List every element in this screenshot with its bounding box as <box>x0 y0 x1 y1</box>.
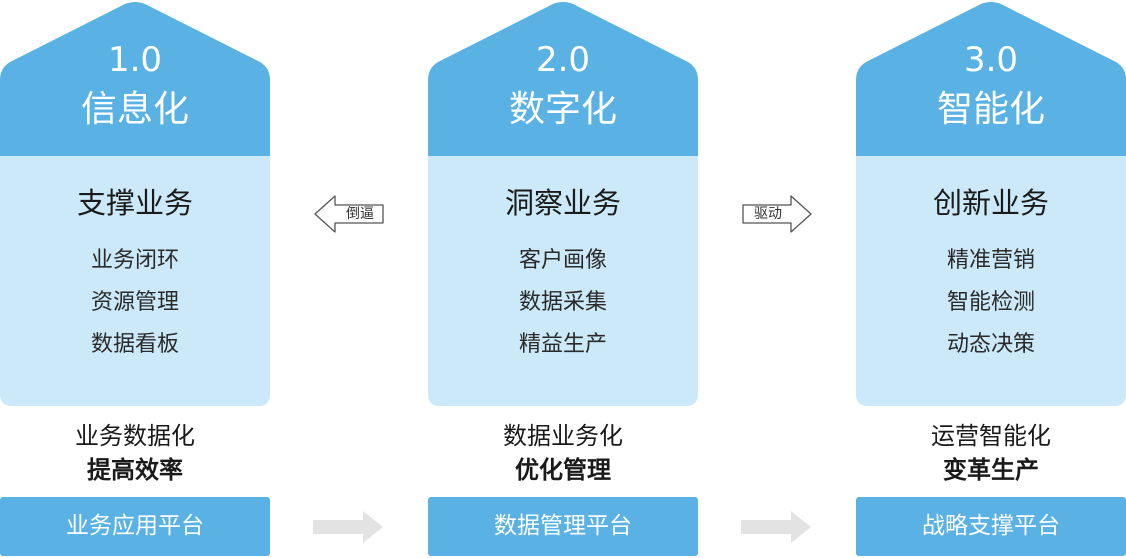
business-item: 智能检测 <box>946 290 1035 315</box>
house-shape <box>856 2 1126 406</box>
business-item: 数据采集 <box>518 290 607 315</box>
summary-line: 数据业务化 <box>503 422 623 450</box>
business-item: 客户画像 <box>518 248 607 273</box>
house-shape <box>428 2 698 406</box>
summary-highlight: 优化管理 <box>515 456 611 484</box>
business-item: 精准营销 <box>946 248 1035 273</box>
summary-highlight: 变革生产 <box>943 456 1039 484</box>
platform-bar: 业务应用平台 <box>0 497 270 556</box>
summary-highlight: 提高效率 <box>87 456 183 484</box>
stage-name: 信息化 <box>80 89 189 130</box>
business-item: 精益生产 <box>518 332 607 357</box>
summary-line: 运营智能化 <box>931 422 1051 450</box>
arrow-label: 倒逼 <box>346 206 374 222</box>
business-item: 资源管理 <box>90 290 179 315</box>
arrow-label: 驱动 <box>754 206 782 222</box>
stage-name: 数字化 <box>508 89 617 130</box>
summary-line: 业务数据化 <box>75 422 195 450</box>
stage-column-2: 2.0 数字化 洞察业务 客户画像 数据采集 精益生产 数据业务化 优化管理 数… <box>428 0 698 558</box>
arrow-right-icon <box>741 511 811 543</box>
drive-arrow-right: 驱动 <box>741 194 813 234</box>
house-shape <box>0 2 270 406</box>
stage-version: 1.0 <box>107 40 163 80</box>
stage-column-3: 3.0 智能化 创新业务 精准营销 智能检测 动态决策 运营智能化 变革生产 战… <box>856 0 1126 558</box>
stage-house-2: 2.0 数字化 洞察业务 客户画像 数据采集 精益生产 <box>428 0 698 406</box>
stage-version: 3.0 <box>963 40 1019 80</box>
business-title: 创新业务 <box>932 186 1049 220</box>
arrow-right-icon <box>313 511 383 543</box>
business-item: 动态决策 <box>946 332 1035 357</box>
arrow-right-icon <box>742 195 812 233</box>
business-title: 支撑业务 <box>76 186 193 220</box>
business-title: 洞察业务 <box>504 186 621 220</box>
business-item: 数据看板 <box>90 332 179 357</box>
flow-arrow <box>741 510 813 544</box>
platform-bar: 战略支撑平台 <box>856 497 1126 556</box>
stage-version: 2.0 <box>535 40 591 80</box>
stage-name: 智能化 <box>936 89 1045 130</box>
flow-arrow <box>313 510 385 544</box>
business-item: 业务闭环 <box>90 248 179 273</box>
force-arrow-left: 倒逼 <box>313 194 385 234</box>
arrow-left-icon <box>314 195 384 233</box>
stage-column-1: 1.0 信息化 支撑业务 业务闭环 资源管理 数据看板 业务数据化 提高效率 业… <box>0 0 270 558</box>
platform-bar: 数据管理平台 <box>428 497 698 556</box>
stage-house-3: 3.0 智能化 创新业务 精准营销 智能检测 动态决策 <box>856 0 1126 406</box>
stage-house-1: 1.0 信息化 支撑业务 业务闭环 资源管理 数据看板 <box>0 0 270 406</box>
